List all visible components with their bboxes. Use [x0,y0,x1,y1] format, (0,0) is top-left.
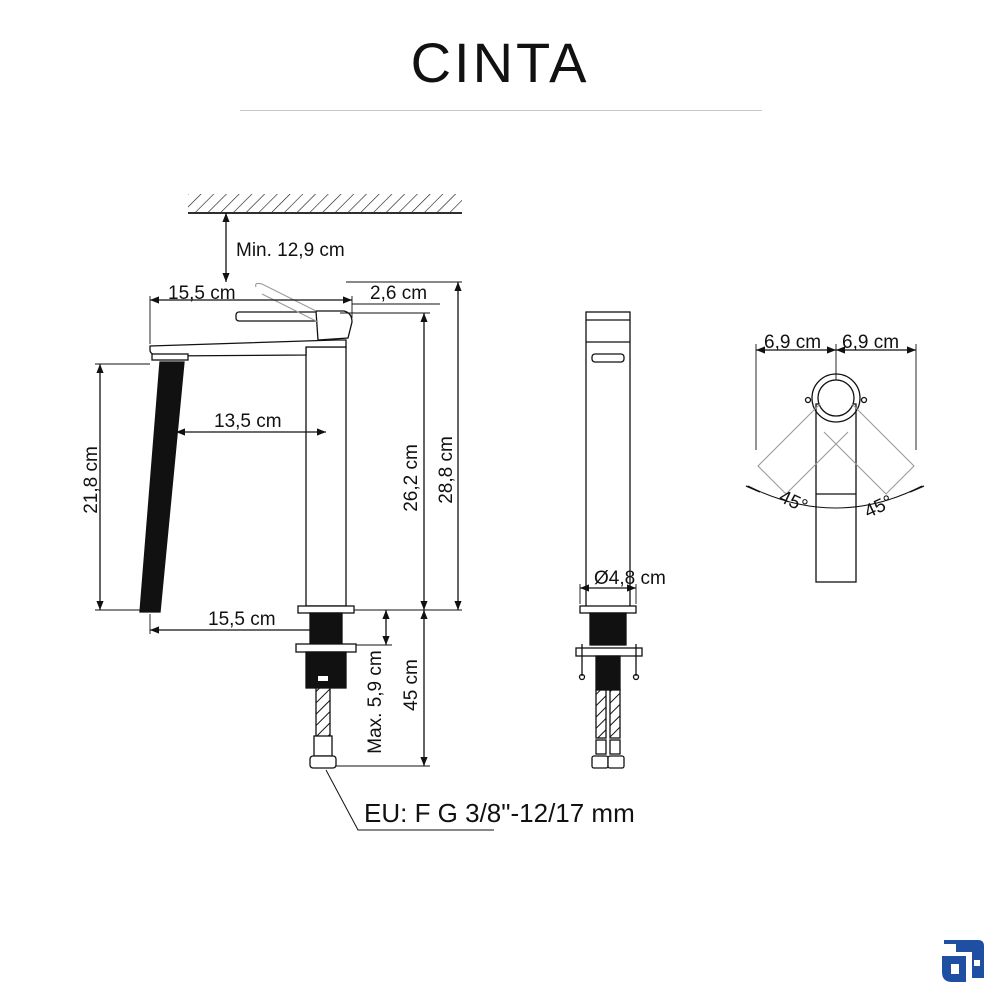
water-stream [139,361,185,613]
top-view [745,344,925,583]
brand-logo-icon [942,940,984,982]
angle-left-label: 45° [776,486,811,517]
rotation-arc [747,485,923,509]
side-view [95,194,494,831]
total-height-label: 28,8 cm [436,436,457,504]
base-diameter-label: Ø4,8 cm [594,568,666,589]
spout-height-label: 21,8 cm [81,446,102,514]
connection-leader [325,769,494,831]
min-clearance-label: Min. 12,9 cm [236,240,345,261]
front-view [575,311,643,769]
faucet-body [149,282,357,769]
title-divider [240,110,762,111]
handle-offset-label: 2,6 cm [370,283,427,304]
body-height-label: 26,2 cm [401,444,422,512]
max-deck-label: Max. 5,9 cm [365,650,386,753]
spout-reach-top-label: 15,5 cm [168,283,236,304]
spout-projection-label: 13,5 cm [214,411,282,432]
page-title: CINTA [410,31,590,94]
handle-right-label: 6,9 cm [842,332,899,353]
angle-right-label: 45° [861,492,896,523]
ceiling-obstacle [188,194,462,214]
base-reach-label: 15,5 cm [208,609,276,630]
handle-left-label: 6,9 cm [764,332,821,353]
hose-length-label: 45 cm [401,659,422,711]
connection-note: EU: F G 3/8"-12/17 mm [364,798,635,828]
